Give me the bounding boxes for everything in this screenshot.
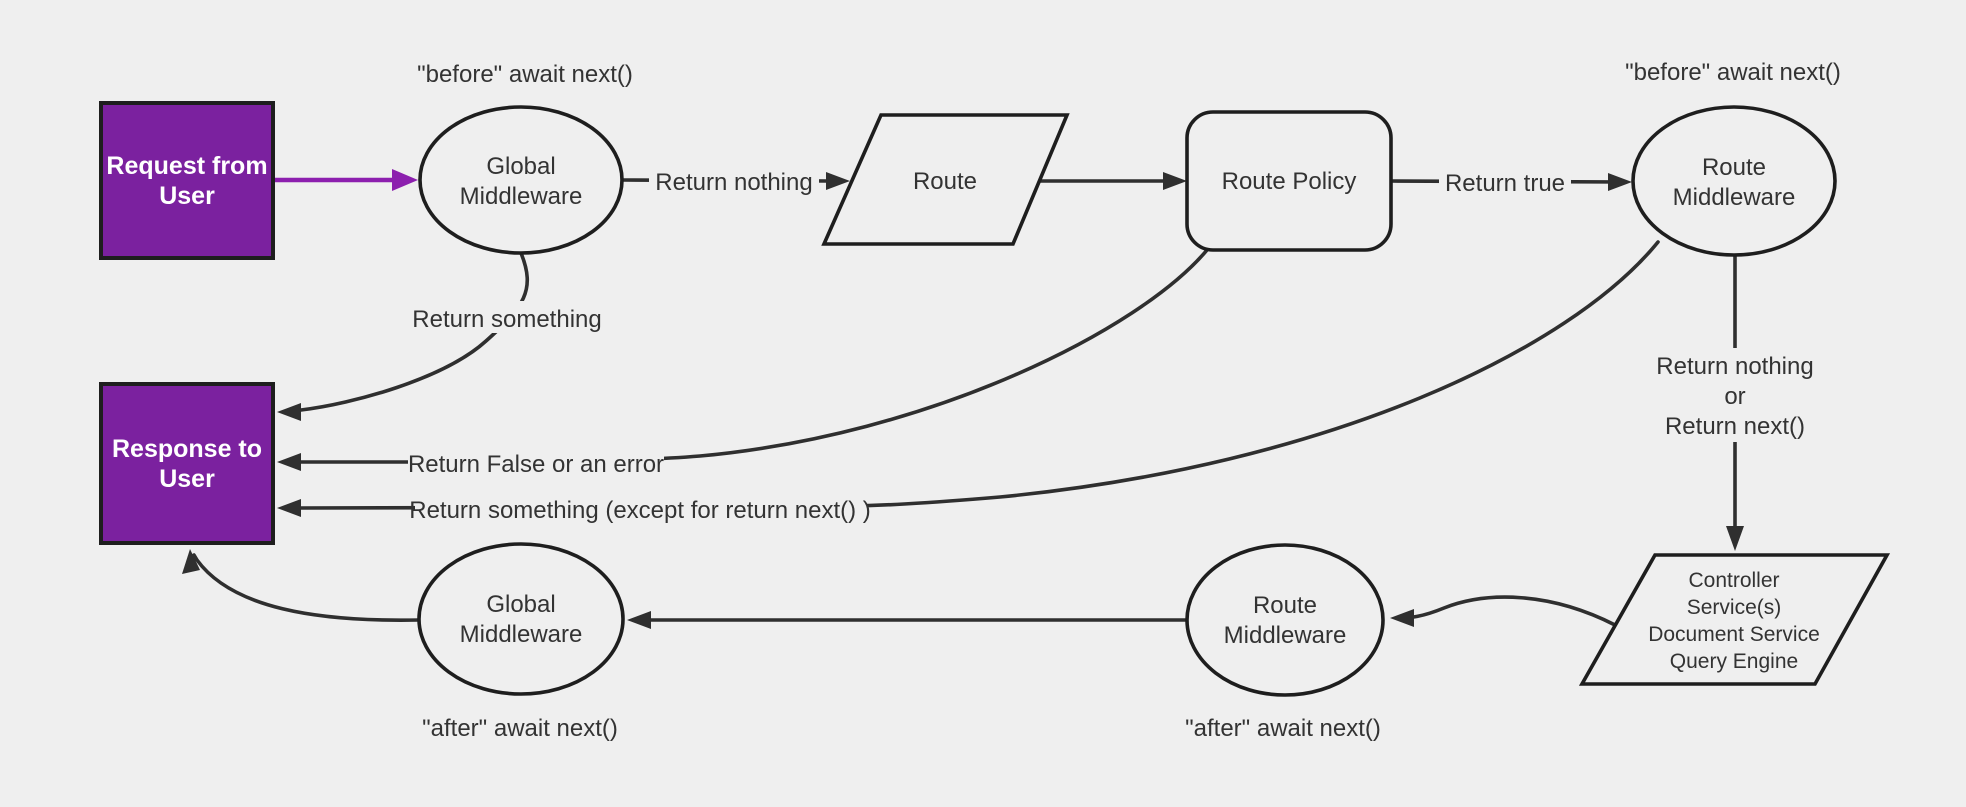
arrowhead-controller-to-route-middleware-bottom xyxy=(1390,609,1414,627)
controller-parallelogram xyxy=(1578,553,1891,686)
arrowhead-route-policy-to-response xyxy=(277,453,301,471)
arrowhead-route-to-route-policy xyxy=(1163,172,1187,190)
node-global-middleware-top: Global Middleware xyxy=(418,105,624,255)
node-route: Route xyxy=(821,113,1070,246)
label-return-nothing: Return nothing xyxy=(649,164,819,196)
svg-text:Return nothing: Return nothing xyxy=(1656,353,1813,380)
svg-text:Middleware: Middleware xyxy=(1673,184,1796,211)
label-after-await-left: "after" await next() xyxy=(422,715,618,742)
global-middleware-top-ellipse xyxy=(418,105,624,255)
node-global-middleware-bottom: Global Middleware xyxy=(417,542,625,696)
arrowhead-global-middleware-to-route xyxy=(826,172,850,190)
edge-global-middleware-to-response xyxy=(299,251,530,412)
arrowhead-route-middleware-bottom-to-global-middleware-bottom xyxy=(627,611,651,629)
svg-text:User: User xyxy=(159,182,215,210)
route-middleware-top-ellipse xyxy=(1631,105,1837,257)
route-parallelogram xyxy=(821,113,1070,246)
edge-labels: "before" await next() "before" await nex… xyxy=(408,59,1841,742)
label-return-something-except: Return something (except for return next… xyxy=(409,492,871,524)
arrowhead-global-middleware-to-response xyxy=(277,403,301,421)
node-route-middleware-top: Route Middleware xyxy=(1631,105,1837,257)
node-request-from-user: Request from User xyxy=(99,101,275,260)
svg-text:Route: Route xyxy=(1253,592,1317,619)
arrowhead-route-policy-to-route-middleware xyxy=(1608,173,1632,191)
svg-text:or: or xyxy=(1724,383,1745,410)
node-route-policy: Route Policy xyxy=(1185,110,1393,252)
svg-text:Query Engine: Query Engine xyxy=(1670,650,1798,673)
label-return-false: Return False or an error xyxy=(408,446,664,478)
svg-text:Route Policy: Route Policy xyxy=(1222,168,1357,195)
arrowhead-route-middleware-to-controller xyxy=(1726,526,1744,551)
label-return-true: Return true xyxy=(1439,165,1571,197)
svg-text:User: User xyxy=(159,465,215,493)
arrowhead-route-middleware-to-response xyxy=(277,499,301,517)
svg-text:Return nothing: Return nothing xyxy=(655,169,812,196)
svg-text:Return true: Return true xyxy=(1445,170,1565,197)
response-to-user-box xyxy=(99,382,275,545)
svg-text:Return something (except for r: Return something (except for return next… xyxy=(409,497,871,524)
edge-route-middleware-to-response xyxy=(298,240,1660,510)
svg-text:Middleware: Middleware xyxy=(460,183,583,210)
svg-text:Middleware: Middleware xyxy=(1224,622,1347,649)
edge-global-middleware-bottom-to-response xyxy=(192,553,421,622)
svg-text:Request from: Request from xyxy=(106,152,267,180)
svg-text:Global: Global xyxy=(486,153,555,180)
svg-text:Return something: Return something xyxy=(412,306,601,333)
label-before-await-right: "before" await next() xyxy=(1625,59,1841,86)
svg-text:Document Service: Document Service xyxy=(1648,623,1820,646)
svg-text:Response to: Response to xyxy=(112,435,262,463)
label-return-something: Return something xyxy=(411,301,603,333)
svg-text:Service(s): Service(s) xyxy=(1687,596,1782,619)
svg-text:Controller: Controller xyxy=(1688,569,1779,592)
arrowhead-global-middleware-bottom-to-response xyxy=(182,549,200,574)
svg-text:Return False or an error: Return False or an error xyxy=(408,451,664,478)
arrowhead-request-to-global-middleware xyxy=(392,169,418,191)
svg-text:Route: Route xyxy=(1702,154,1766,181)
route-policy-box xyxy=(1185,110,1393,252)
node-route-middleware-bottom: Route Middleware xyxy=(1185,543,1385,697)
label-return-nothing-or-next: Return nothing or Return next() xyxy=(1635,348,1835,442)
route-middleware-bottom-ellipse xyxy=(1185,543,1385,697)
label-after-await-right: "after" await next() xyxy=(1185,715,1381,742)
svg-text:Return next(): Return next() xyxy=(1665,413,1805,440)
label-before-await-left: "before" await next() xyxy=(417,61,633,88)
nodes: Request from User Global Middleware Rout… xyxy=(99,101,1891,697)
request-from-user-box xyxy=(99,101,275,260)
svg-text:Route: Route xyxy=(913,168,977,195)
node-controller: Controller Service(s) Document Service Q… xyxy=(1578,553,1891,686)
node-response-to-user: Response to User xyxy=(99,382,275,545)
svg-text:Global: Global xyxy=(486,591,555,618)
global-middleware-bottom-ellipse xyxy=(417,542,625,696)
svg-text:Middleware: Middleware xyxy=(460,621,583,648)
